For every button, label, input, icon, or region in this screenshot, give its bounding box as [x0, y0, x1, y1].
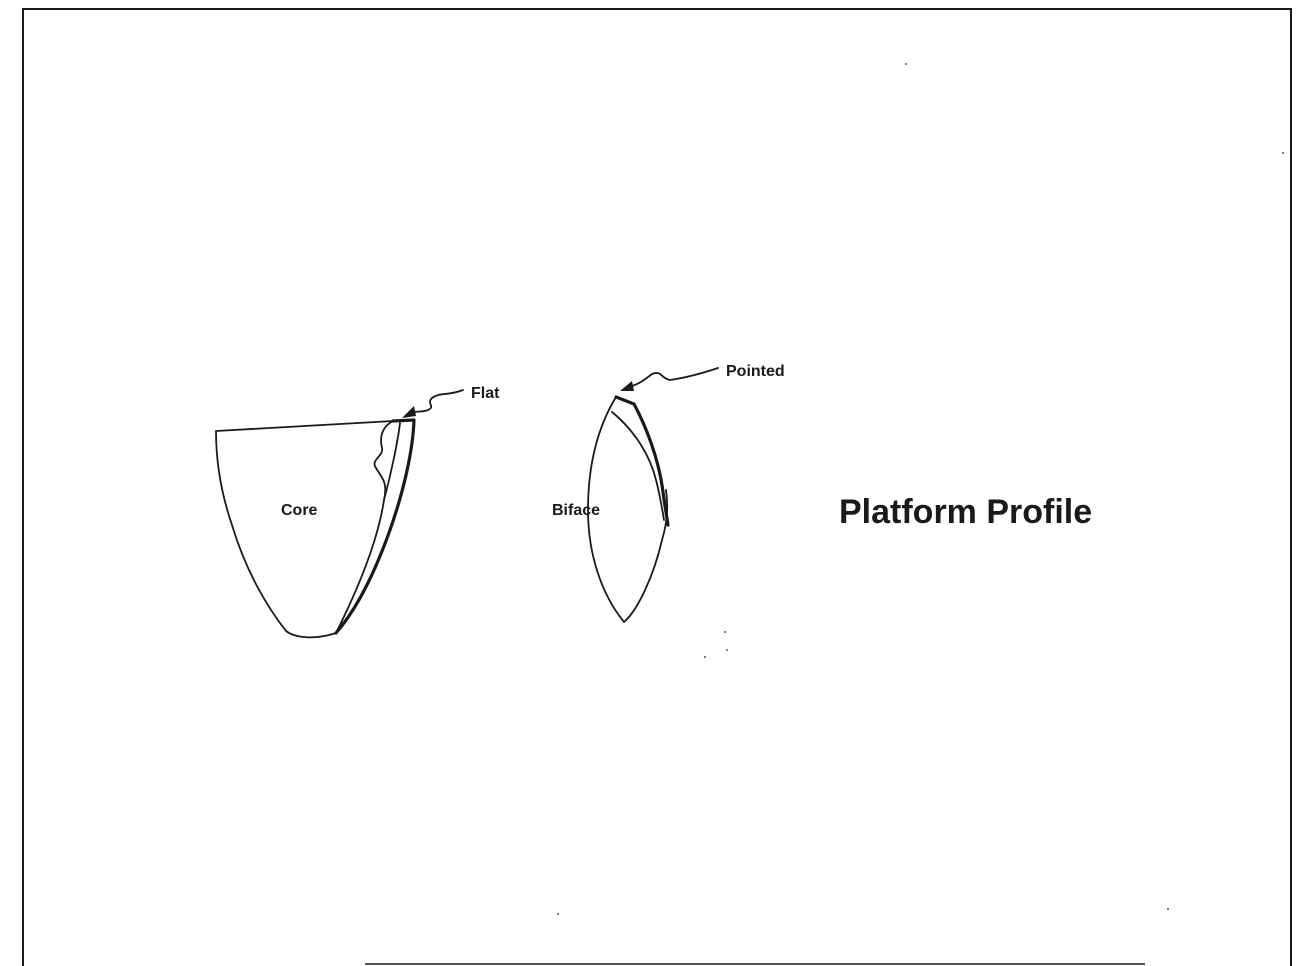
pointed-arrow-head	[620, 381, 634, 391]
biface-outline	[587, 396, 669, 623]
biface-inner-edge	[611, 411, 665, 521]
core-outline	[215, 420, 394, 639]
biface-shape	[587, 395, 670, 623]
speck	[1282, 152, 1284, 154]
speck	[557, 913, 559, 915]
flat-label: Flat	[471, 385, 500, 402]
core-flake-scar	[334, 418, 416, 635]
speck	[726, 649, 728, 651]
biface-edge	[614, 395, 670, 527]
pointed-arrow-line	[625, 367, 719, 389]
scan-specks	[557, 63, 1284, 915]
speck	[724, 631, 726, 633]
slide-frame	[22, 8, 1292, 966]
speck	[905, 63, 907, 65]
flat-arrow-line	[405, 389, 464, 416]
diagram-title: Platform Profile	[839, 493, 1092, 531]
biface-label: Biface	[552, 502, 600, 519]
core-shape	[215, 418, 416, 639]
flat-arrow	[402, 389, 464, 418]
pointed-label: Pointed	[726, 363, 785, 380]
core-label: Core	[281, 502, 318, 519]
speck	[1167, 908, 1169, 910]
pointed-arrow	[620, 367, 719, 391]
core-flake-inner	[383, 422, 401, 501]
speck	[704, 656, 706, 658]
flat-arrow-head	[402, 406, 416, 418]
